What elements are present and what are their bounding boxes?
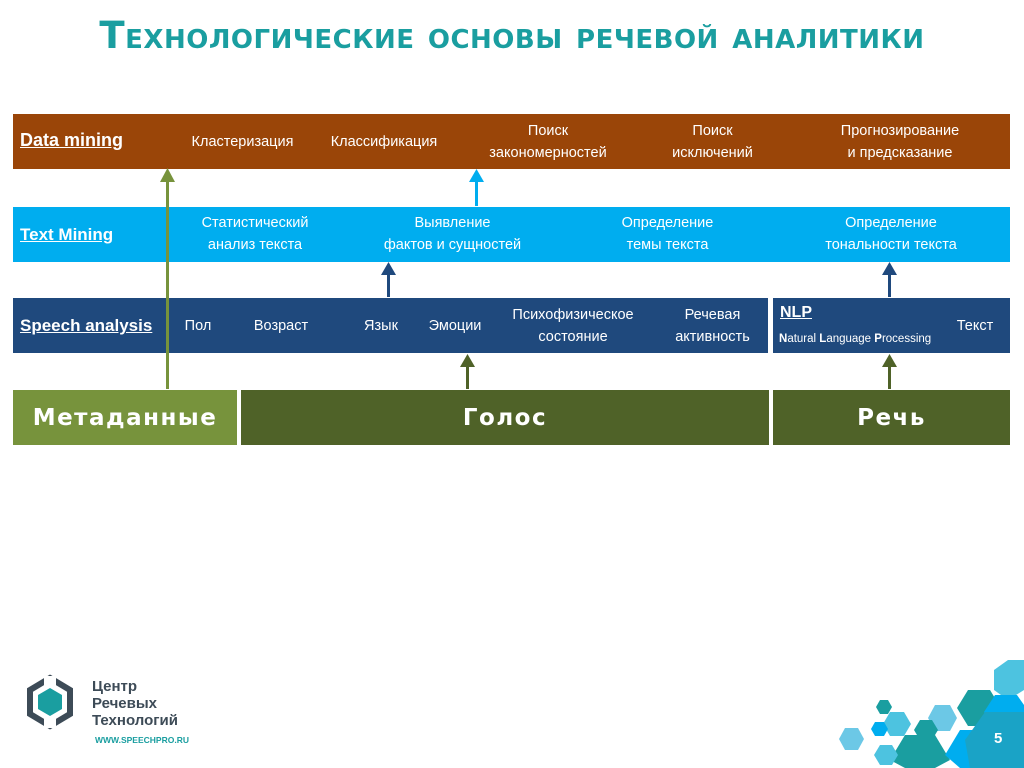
speech-analysis-bar [13,298,1010,353]
metadata-to-datamining-arrow [160,168,175,389]
data-mining-label: Data mining [20,130,124,150]
speech-item: Психофизическое состояние [512,307,634,345]
data-mining-item: Поиск исключений [672,123,753,161]
text-mining-bar [13,207,1010,262]
speech-block: Речь [773,390,1010,445]
data-mining-item: Классификация [330,134,438,150]
nlp-to-textmining-arrow [882,262,897,297]
data-mining-item: Кластеризация [191,134,294,150]
speech-nlp-divider [768,298,773,353]
speech-item: Язык [364,318,398,334]
text-mining-label: Text Mining [20,225,114,244]
speech-to-textmining-arrow [381,262,396,297]
company-logo-icon [27,674,73,730]
text-mining-item: Определение темы текста [621,215,714,253]
text-mining-item: Определение тональности текста [825,215,957,253]
speech-item: Возраст [253,318,309,334]
data-mining-item: Поиск закономерностей [489,123,607,161]
voice-block: Голос [241,390,769,445]
company-name: Центр Речевых Технологий [92,678,178,729]
slide-title: Технологические основы речевой аналитики [99,14,925,57]
speech-analysis-label: Speech analysis [20,316,153,335]
company-url[interactable]: WWW.SPEECHPRO.RU [95,735,189,745]
page-number: 5 [994,730,1003,747]
metadata-block: Метаданные [13,390,237,445]
data-mining-bar [13,114,1010,169]
textmining-to-datamining-arrow [469,169,484,206]
decorative-hexagons [839,660,1024,768]
voice-to-speech-arrow [460,354,475,389]
nlp-subtitle: Natural Language Processing [779,333,932,345]
speech-item: Речевая активность [675,307,750,345]
text-mining-item: Статистический анализ текста [201,215,309,253]
nlp-label: NLP [780,304,812,321]
speech-to-nlp-arrow [882,354,897,389]
text-mining-item: Выявление фактов и сущностей [383,215,522,253]
speech-item: Эмоции [428,318,482,334]
speech-item: Пол [184,318,212,334]
data-mining-item: Прогнозирование и предсказание [840,123,960,161]
nlp-text-item: Текст [956,318,994,334]
